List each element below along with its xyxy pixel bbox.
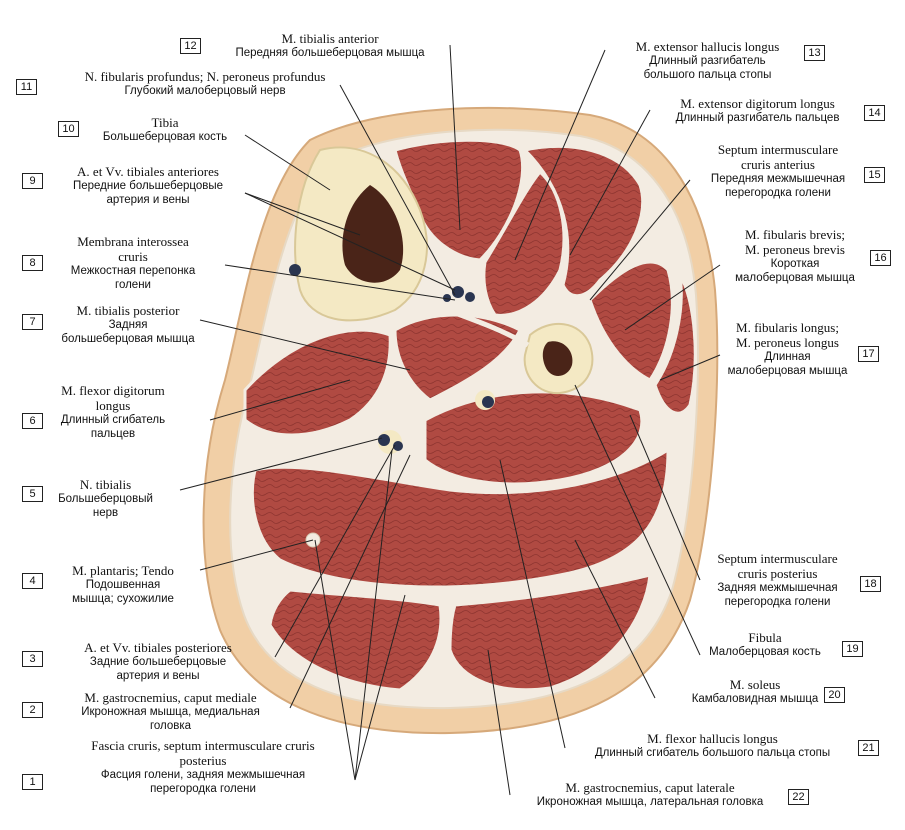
label-septum-posterius: Septum intermusculare cruris posterius З… <box>717 551 838 608</box>
label-tibial-nerve: N. tibialis Большеберцовый нерв <box>58 477 153 519</box>
tibialis-posterior-muscle <box>393 313 523 402</box>
number-box: 13 <box>804 45 825 61</box>
number-box: 8 <box>22 255 43 271</box>
gastrocnemius-medial-head-muscle <box>268 588 443 692</box>
number-box: 22 <box>788 789 809 805</box>
peroneal-vessels <box>475 390 495 410</box>
number-box: 6 <box>22 413 43 429</box>
label-anterior-tibial-vessels: A. et Vv. tibiales anteriores Передние б… <box>72 164 224 206</box>
number-box: 15 <box>864 167 885 183</box>
extensor-digitorum-longus-muscle <box>522 144 645 298</box>
number-box: 20 <box>824 687 845 703</box>
number-box: 11 <box>16 79 37 95</box>
label-flexor-hallucis-longus: M. flexor hallucis longus Длинный сгибат… <box>594 731 831 759</box>
label-fibularis-longus: M. fibularis longus; M. peroneus longus … <box>727 320 848 377</box>
label-tibia: Tibia Большеберцовая кость <box>102 115 228 143</box>
label-posterior-tibial-vessels: A. et Vv. tibiales posteriores Задние бо… <box>84 640 232 682</box>
label-tibialis-posterior: M. tibialis posterior Задняя большеберцо… <box>61 303 195 345</box>
fibula-marrow <box>542 341 573 376</box>
label-deep-fibular-nerve: N. fibularis profundus; N. peroneus prof… <box>84 69 326 97</box>
label-interosseous-membrane: Membrana interossea cruris Межкостная пе… <box>70 234 196 291</box>
tibia-marrow <box>342 185 404 283</box>
number-box: 9 <box>22 173 43 189</box>
superficial-vein <box>289 264 301 276</box>
label-extensor-digitorum-longus: M. extensor digitorum longus Длинный раз… <box>675 96 840 124</box>
label-fibula: Fibula Малоберцовая кость <box>709 630 821 658</box>
posterior-tibial-vessels <box>378 430 403 454</box>
extensor-hallucis-longus-muscle <box>482 169 566 317</box>
leader-lines <box>179 44 721 796</box>
number-box: 7 <box>22 314 43 330</box>
label-extensor-hallucis-longus: M. extensor hallucis longus Длинный разг… <box>635 39 780 81</box>
number-box: 4 <box>22 573 43 589</box>
number-box: 12 <box>180 38 201 54</box>
number-box: 10 <box>58 121 79 137</box>
label-tibialis-anterior: M. tibialis anterior Передняя большеберц… <box>235 31 425 59</box>
label-flexor-digitorum-longus: M. flexor digitorum longus Длинный сгиба… <box>60 383 166 440</box>
fibularis-brevis-muscle <box>588 260 674 382</box>
number-box: 2 <box>22 702 43 718</box>
number-box: 17 <box>858 346 879 362</box>
number-box: 21 <box>858 740 879 756</box>
gastrocnemius-lateral-head-muscle <box>448 573 652 692</box>
label-septum-anterius: Septum intermusculare cruris anterius Пе… <box>710 142 846 199</box>
label-fascia-cruris: Fascia cruris, septum intermusculare cru… <box>91 738 315 795</box>
number-box: 14 <box>864 105 885 121</box>
number-box: 16 <box>870 250 891 266</box>
label-soleus: M. soleus Камбаловидная мышца <box>691 677 819 705</box>
anterior-tibial-vessels <box>443 286 475 302</box>
interosseous-membrane <box>419 297 530 348</box>
label-plantaris: M. plantaris; Tendo Подошвенная мышца; с… <box>72 563 174 605</box>
number-box: 1 <box>22 774 43 790</box>
fibularis-longus-muscle <box>653 274 697 415</box>
number-box: 5 <box>22 486 43 502</box>
flexor-hallucis-longus-muscle <box>423 390 644 486</box>
number-box: 19 <box>842 641 863 657</box>
label-gastrocnemius-lateral: M. gastrocnemius, caput laterale Икронож… <box>536 780 764 808</box>
number-box: 18 <box>860 576 881 592</box>
number-box: 3 <box>22 651 43 667</box>
label-gastrocnemius-medial: M. gastrocnemius, caput mediale Икроножн… <box>81 690 260 732</box>
label-fibularis-brevis: M. fibularis brevis; M. peroneus brevis … <box>735 227 855 284</box>
soleus-muscle <box>250 447 670 589</box>
